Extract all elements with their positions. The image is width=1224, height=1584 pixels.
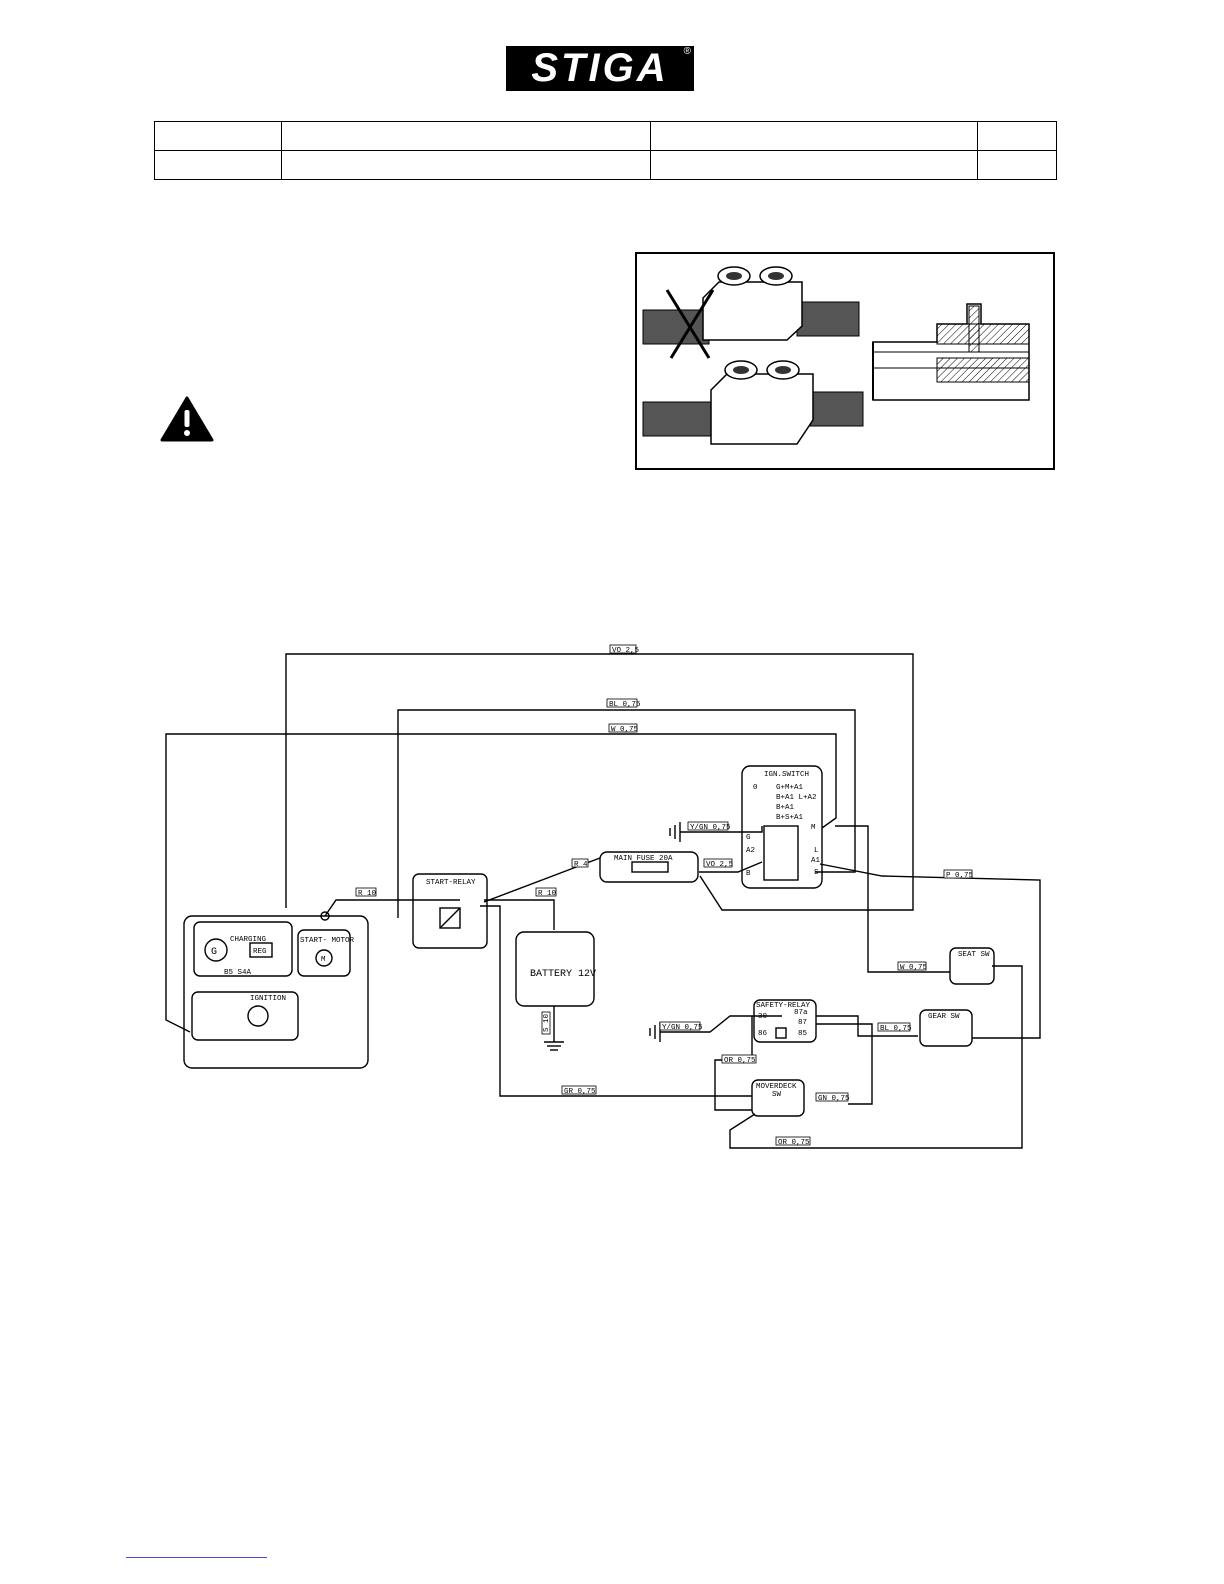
wire-label-w-seat: W 0,75: [900, 964, 928, 972]
main-fuse-box: [599, 851, 699, 883]
seat-switch-label: SEAT SW: [958, 951, 990, 959]
wire-label-gr: GR 0,75: [564, 1088, 596, 1096]
stiga-logo: STIGA ®: [506, 46, 694, 91]
safety-relay-label: SAFETY-RELAY: [756, 1002, 811, 1010]
wire-label-w-top: W 0,75: [611, 726, 639, 734]
ign-terminal-s: S: [814, 869, 819, 877]
ign-pos-4: B+S+A1: [776, 814, 804, 822]
charging-box: [193, 921, 293, 977]
wire-vo-top: [285, 653, 914, 911]
wire-label-gn: GN 0,75: [818, 1095, 850, 1103]
ignition-box: [191, 991, 299, 1041]
ign-pos-3: B+A1: [776, 804, 795, 812]
logo-text: STIGA: [531, 46, 669, 90]
safety-terminal-87: 87: [798, 1019, 807, 1027]
wire-label-or-mid: OR 0,75: [724, 1057, 756, 1065]
battery-label: BATTERY 12V: [530, 969, 596, 980]
wire-gn: [816, 1023, 873, 1105]
wire-label-r10-right: R 10: [538, 890, 557, 898]
ign-terminal-g: G: [746, 834, 751, 842]
ignition-label: IGNITION: [250, 995, 286, 1003]
start-motor-label: START- MOTOR: [300, 937, 355, 945]
wire-ygn-safety: [660, 1015, 782, 1033]
ign-terminal-a2: A2: [746, 847, 755, 855]
moverdeck-label-2: SW: [772, 1091, 782, 1099]
connector-illustration: [635, 252, 1055, 470]
junction-node: [320, 911, 330, 921]
wire-w-top: [165, 733, 837, 1033]
wire-gr: [480, 905, 752, 1097]
safety-terminal-85: 85: [798, 1030, 808, 1038]
wire-label-vo-fuse: VO 2,5: [706, 861, 734, 869]
wire-bl-gear: [816, 1015, 918, 1037]
moverdeck-label-1: MOVERDECK: [756, 1083, 797, 1091]
wire-r10-right: [484, 899, 555, 930]
wire-label-ygn-safety: Y/GN 0,75: [662, 1024, 703, 1032]
ign-switch-label: IGN.SWITCH: [764, 771, 809, 779]
header-cell: [281, 150, 651, 180]
warning-icon: [160, 396, 214, 442]
safety-terminal-30: 30: [758, 1013, 768, 1021]
ign-terminal-a1: A1: [811, 857, 821, 865]
header-row-2: [154, 150, 1057, 180]
seat-switch-box: [949, 947, 995, 985]
connector-drawing: [642, 266, 1030, 445]
safety-relay-box: [753, 999, 817, 1043]
safety-terminal-87a: 87a: [794, 1009, 808, 1017]
header-cell: [977, 121, 1057, 151]
ign-pos-2: B+A1 L+A2: [776, 794, 817, 802]
footer-link-underline: [126, 1557, 267, 1558]
main-fuse-label: MAIN FUSE 20A: [614, 855, 673, 863]
motor-m-label: M: [321, 956, 326, 964]
wire-label-s10: S 10: [543, 1013, 551, 1032]
header-cell: [154, 121, 282, 151]
battery-box: [515, 931, 595, 1007]
header-cell: [650, 121, 978, 151]
wire-label-ygn-ign: Y/GN 0,75: [690, 824, 731, 832]
charging-label: CHARGING: [230, 936, 267, 944]
generator-icon: [204, 938, 228, 962]
start-relay-label: START-RELAY: [426, 879, 476, 887]
ign-pos-0: 0: [753, 784, 758, 792]
start-motor-box: [297, 929, 351, 977]
wire-or-bottom: [729, 965, 1023, 1149]
reg-label: REG: [253, 948, 267, 956]
wire-p: [819, 863, 1041, 1039]
header-cell: [154, 150, 282, 180]
ign-terminal-l: L: [814, 847, 819, 855]
b5-label: B5 S4A: [224, 969, 252, 977]
gear-switch-box: [919, 1009, 973, 1047]
registered-mark: ®: [683, 46, 691, 57]
wire-label-bl-top: BL 0,75: [609, 701, 641, 709]
wire-label-vo-top: VO 2,5: [612, 647, 640, 655]
wire-bl-top: [397, 709, 856, 918]
wire-label-p: P 0,75: [946, 872, 974, 880]
header-cell: [650, 150, 978, 180]
wire-r10-left: [324, 899, 460, 917]
header-cell: [977, 150, 1057, 180]
header-row-1: [154, 121, 1057, 151]
engine-box: [183, 915, 369, 1069]
moverdeck-switch-box: [751, 1079, 805, 1117]
wiring-diagram: VO 2,5 BL 0,75 W 0,75 Y/GN 0,75 R 4 VO 2…: [165, 644, 1041, 1149]
ign-pos-1: G+M+A1: [776, 784, 804, 792]
ign-terminal-b: B: [746, 870, 751, 878]
header-table: [154, 121, 1057, 180]
wire-vo-fuse: [699, 861, 763, 873]
gear-switch-label: GEAR SW: [928, 1013, 960, 1021]
header-cell: [281, 121, 651, 151]
start-relay-box: [412, 873, 488, 949]
wire-label-bl-gear: BL 0,75: [880, 1025, 912, 1033]
ign-switch-box: [741, 765, 823, 889]
wire-ygn-ign: [680, 826, 763, 833]
generator-label: G: [211, 947, 217, 958]
wire-label-r4: R 4: [574, 861, 588, 869]
safety-terminal-86: 86: [758, 1030, 768, 1038]
motor-icon: [315, 949, 333, 967]
wire-or-mid: [714, 1016, 753, 1111]
wire-w-seat: [835, 825, 950, 973]
wire-label-r10-left: R 10: [358, 890, 377, 898]
wire-label-or-bottom: OR 0,75: [778, 1139, 810, 1147]
ign-terminal-m: M: [811, 824, 816, 832]
